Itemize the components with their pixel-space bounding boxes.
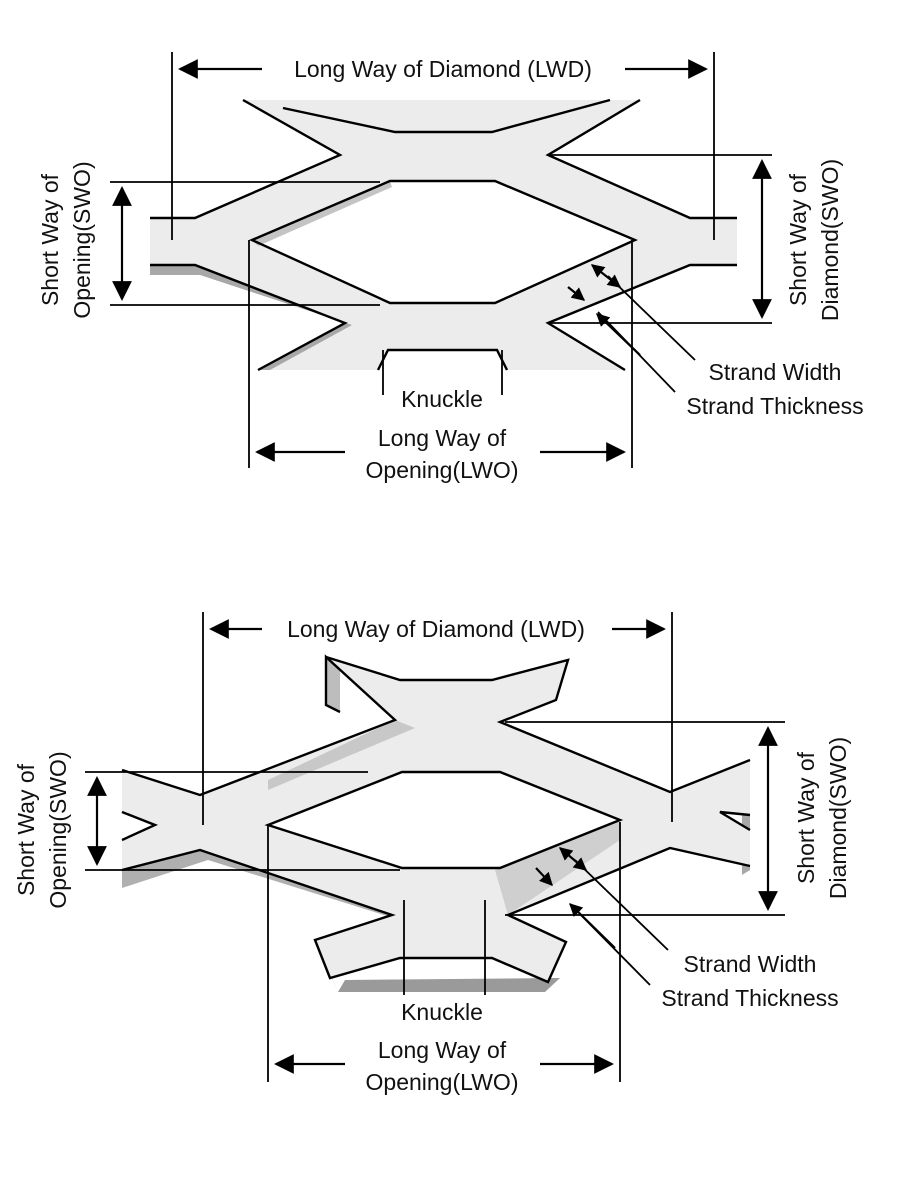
mesh-edge-top-upper-knuckle bbox=[282, 98, 611, 134]
swd-label-line1-top: Short Way of bbox=[785, 173, 811, 306]
mesh-side-bottom-knuckle bbox=[338, 978, 560, 992]
mesh-top bbox=[150, 98, 737, 372]
mesh-edge-bottom-right-x bbox=[719, 810, 751, 832]
swo-label-line1-top: Short Way of bbox=[37, 173, 63, 306]
mesh-edge-bottom-left-x bbox=[121, 810, 159, 842]
lwo-label-line1-bottom: Long Way of bbox=[378, 1037, 507, 1063]
strand-thickness-pointer-bottom bbox=[569, 903, 616, 949]
mesh-edge-top-lower-right bbox=[545, 263, 737, 372]
mesh-edge-bottom-left-upper bbox=[121, 654, 398, 797]
strand-thickness-arrow-bottom bbox=[535, 867, 553, 886]
swo-label-line2-bottom: Opening(SWO) bbox=[45, 751, 71, 908]
mesh-edge-bottom-top bbox=[325, 655, 751, 794]
mesh-edge-bottom-opening bbox=[264, 770, 624, 870]
strand-width-leader-bottom bbox=[574, 859, 669, 951]
swo-label-line1-bottom: Short Way of bbox=[13, 763, 39, 896]
knuckle-label-bottom: Knuckle bbox=[401, 999, 483, 1025]
strand-width-label-top: Strand Width bbox=[709, 359, 842, 385]
lwo-label-line2-top: Opening(LWO) bbox=[366, 457, 519, 483]
mesh-shade-bottom-2 bbox=[495, 820, 620, 915]
mesh-side-bottom-top bbox=[326, 657, 340, 712]
figure-bottom: Long Way of Diamond (LWD) Short Way of O… bbox=[13, 612, 851, 1095]
swd-label-line2-bottom: Diamond(SWO) bbox=[825, 737, 851, 899]
mesh-body-bottom bbox=[122, 657, 750, 982]
strand-width-leader-top bbox=[607, 275, 696, 361]
strand-thickness-label-top: Strand Thickness bbox=[686, 393, 863, 419]
knuckle-label-top: Knuckle bbox=[401, 386, 483, 412]
figure-top: Long Way of Diamond (LWD) Short Way of O… bbox=[37, 52, 864, 483]
lwo-label-line2-bottom: Opening(LWO) bbox=[366, 1069, 519, 1095]
swd-label-line1-bottom: Short Way of bbox=[793, 751, 819, 884]
mesh-edge-bottom-left-lower bbox=[121, 846, 751, 984]
swd-label-line2-top: Diamond(SWO) bbox=[817, 159, 843, 321]
mesh-edge-top-opening bbox=[249, 179, 639, 305]
mesh-shadow-top-2 bbox=[252, 181, 392, 246]
mesh-side-bottom-left bbox=[122, 850, 400, 992]
strand-thickness-arrow-top bbox=[567, 286, 586, 301]
mesh-edge-top-knuckle-bottom bbox=[376, 348, 509, 371]
strand-thickness-pointer-top bbox=[596, 313, 641, 356]
lwd-label-top: Long Way of Diamond (LWD) bbox=[294, 56, 592, 82]
mesh-bottom bbox=[121, 654, 751, 992]
lwo-label-line1-top: Long Way of bbox=[378, 425, 507, 451]
swo-label-line2-top: Opening(SWO) bbox=[69, 161, 95, 318]
strand-thickness-label-bottom: Strand Thickness bbox=[661, 985, 838, 1011]
lwd-label-bottom: Long Way of Diamond (LWD) bbox=[287, 616, 585, 642]
mesh-edge-top-lower-left bbox=[150, 263, 348, 372]
strand-width-label-bottom: Strand Width bbox=[684, 951, 817, 977]
mesh-body-top bbox=[150, 100, 737, 370]
